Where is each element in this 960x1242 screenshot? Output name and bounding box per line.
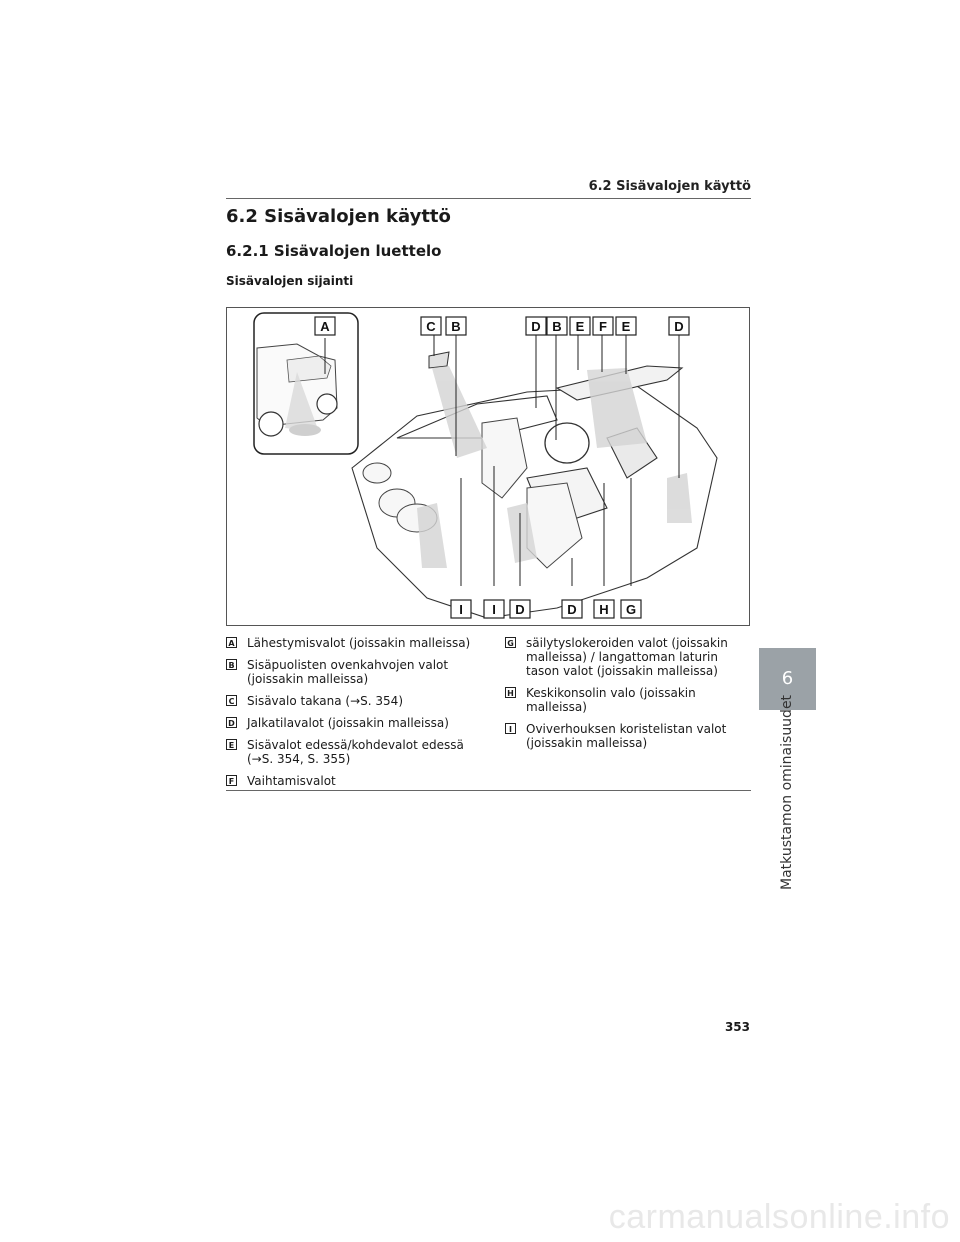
callouts-bottom: I I D D H G xyxy=(450,599,642,619)
chapter-tab-label: Matkustamon ominaisuudet xyxy=(779,694,795,890)
callout-d-bottom-2: D xyxy=(561,599,583,619)
legend-item: H Keskikonsolin valo (joissakin malleissa… xyxy=(505,686,751,714)
svg-text:D: D xyxy=(515,602,524,617)
callout-b-top-2: B xyxy=(546,316,568,336)
watermark: carmanualsonline.info xyxy=(608,1198,950,1236)
svg-text:F: F xyxy=(599,319,607,334)
running-header: 6.2 Sisävalojen käyttö xyxy=(588,179,751,194)
svg-text:E: E xyxy=(576,319,585,334)
inset-exterior-car xyxy=(253,312,359,455)
legend-text: Sisävalot edessä/kohdevalot edessä (→S. … xyxy=(247,738,464,766)
legend-key: I xyxy=(505,723,516,734)
svg-text:H: H xyxy=(599,602,608,617)
callout-h-bottom: H xyxy=(593,599,615,619)
callout-i-bottom-2: I xyxy=(483,599,505,619)
legend-key: G xyxy=(505,637,516,648)
interior-lights-figure: A C B D B E F E D I I D D H G xyxy=(226,307,750,626)
legend-text: Jalkatilavalot (joissakin malleissa) xyxy=(247,716,449,730)
legend-item: I Oviverhouksen koristelistan valot (jois… xyxy=(505,722,751,750)
svg-text:I: I xyxy=(459,602,463,617)
svg-text:B: B xyxy=(552,319,561,334)
svg-text:E: E xyxy=(622,319,631,334)
callout-c-top: C xyxy=(420,316,442,336)
callout-d-bottom-1: D xyxy=(509,599,531,619)
legend-item: C Sisävalo takana (→S. 354) xyxy=(226,694,484,708)
legend-key: C xyxy=(226,695,237,706)
legend-left: A Lähestymisvalot (joissakin malleissa) B… xyxy=(226,636,484,796)
car-interior-illustration: A C B D B E F E D I I D D H G xyxy=(253,312,718,619)
svg-text:C: C xyxy=(426,319,436,334)
figure-caption-heading: Sisävalojen sijainti xyxy=(226,274,354,288)
callout-g-bottom: G xyxy=(620,599,642,619)
header-divider xyxy=(226,198,751,199)
legend-text: Oviverhouksen koristelistan valot (joiss… xyxy=(526,722,727,750)
legend-text: Keskikonsolin valo (joissakin malleissa) xyxy=(526,686,696,714)
page-number: 353 xyxy=(724,1020,750,1034)
svg-text:B: B xyxy=(451,319,460,334)
callout-e-top-2: E xyxy=(615,316,637,336)
section-heading: 6.2 Sisävalojen käyttö xyxy=(226,206,451,227)
section-end-divider xyxy=(226,790,751,791)
rear-lamp xyxy=(428,351,450,369)
legend-key: A xyxy=(226,637,237,648)
legend-text: Vaihtamisvalot xyxy=(247,774,336,788)
legend-text: Lähestymisvalot (joissakin malleissa) xyxy=(247,636,471,650)
legend-item: D Jalkatilavalot (joissakin malleissa) xyxy=(226,716,484,730)
legend-item: B Sisäpuolisten ovenkahvojen valot (joiss… xyxy=(226,658,484,686)
callout-e-top-1: E xyxy=(569,316,591,336)
legend-key: E xyxy=(226,739,237,750)
svg-text:D: D xyxy=(531,319,540,334)
legend-text: säilytyslokeroiden valot (joissakin mall… xyxy=(526,636,728,678)
light-beams xyxy=(417,366,692,568)
legend-item: A Lähestymisvalot (joissakin malleissa) xyxy=(226,636,484,650)
svg-text:A: A xyxy=(320,319,330,334)
legend-key: D xyxy=(226,717,237,728)
callouts-top: A C B D B E F E D xyxy=(314,316,690,336)
svg-text:D: D xyxy=(674,319,683,334)
legend-item: E Sisävalot edessä/kohdevalot edessä (→S.… xyxy=(226,738,484,766)
legend-key: F xyxy=(226,775,237,786)
legend-key: B xyxy=(226,659,237,670)
svg-text:G: G xyxy=(626,602,636,617)
callout-a: A xyxy=(314,316,336,336)
legend-text: Sisäpuolisten ovenkahvojen valot (joissa… xyxy=(247,658,449,686)
callout-d-top-2: D xyxy=(668,316,690,336)
legend-key: H xyxy=(505,687,516,698)
svg-text:D: D xyxy=(567,602,576,617)
subsection-heading: 6.2.1 Sisävalojen luettelo xyxy=(226,242,442,260)
callout-d-top-1: D xyxy=(525,316,547,336)
legend-text: Sisävalo takana (→S. 354) xyxy=(247,694,403,708)
svg-text:I: I xyxy=(492,602,496,617)
chapter-tab: 6 xyxy=(759,648,816,710)
steering-wheel xyxy=(544,422,590,464)
callout-b-top-1: B xyxy=(445,316,467,336)
seats xyxy=(362,417,583,569)
callout-f-top: F xyxy=(592,316,614,336)
callout-i-bottom-1: I xyxy=(450,599,472,619)
legend-item: F Vaihtamisvalot xyxy=(226,774,484,788)
leader-lines xyxy=(433,334,680,586)
